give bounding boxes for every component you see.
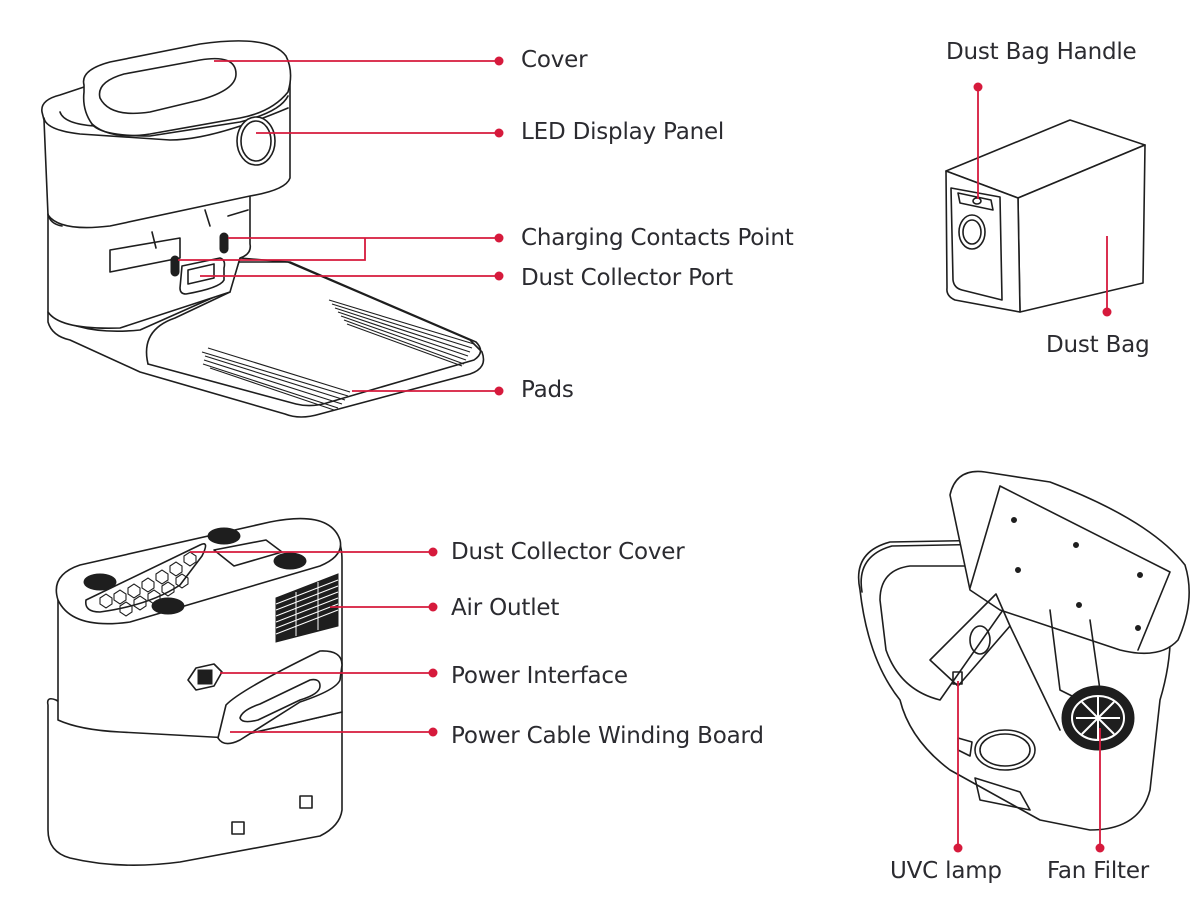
callout-dot-cover (494, 56, 504, 66)
label-charging-contacts-point: Charging Contacts Point (521, 225, 794, 251)
foot-4 (273, 552, 307, 570)
fan-filter-drawing (1061, 685, 1135, 751)
label-air-outlet: Air Outlet (451, 595, 560, 621)
callout-dot-pads (494, 386, 504, 396)
dust-bag-callouts (973, 82, 1112, 317)
callout-dot-port (494, 271, 504, 281)
label-dust-bag-handle: Dust Bag Handle (946, 39, 1137, 65)
foot-1 (83, 573, 117, 591)
label-cover: Cover (521, 47, 588, 73)
callout-dot-handle (973, 82, 983, 92)
open-view-callouts (953, 681, 1105, 853)
base-plate-top (147, 261, 482, 407)
label-fan-filter: Fan Filter (1047, 858, 1150, 884)
rear-top-face (55, 517, 342, 625)
cable-winding-board-drawing (217, 650, 343, 745)
pad-texture-lower (201, 347, 351, 411)
callout-dot-dust-cover (428, 547, 438, 557)
label-dust-bag: Dust Bag (1046, 332, 1150, 358)
callout-dot-power-interface (428, 668, 438, 678)
callout-line-charging (178, 237, 499, 261)
callout-dot-charging (494, 233, 504, 243)
open-lid (949, 470, 1190, 655)
bag-handle-hole (972, 197, 982, 205)
rear-callouts (190, 547, 438, 737)
bag-card (950, 187, 1003, 301)
label-power-cable-winding-board: Power Cable Winding Board (451, 723, 764, 749)
dust-collector-cover-drawing (84, 543, 207, 613)
front-callouts (178, 56, 504, 396)
callout-dot-bag (1102, 307, 1112, 317)
cover-inner (98, 57, 237, 115)
callout-dot-winding-board (428, 727, 438, 737)
callout-dot-led (494, 128, 504, 138)
power-interface-drawing (187, 663, 223, 691)
charging-contact-right (219, 232, 229, 254)
pad-texture-upper (328, 299, 475, 367)
foot-2 (151, 597, 185, 615)
callout-dot-air-outlet (428, 602, 438, 612)
bag-handle-tab (957, 192, 994, 211)
label-power-interface: Power Interface (451, 663, 628, 689)
label-pads: Pads (521, 377, 574, 403)
charging-contact-left (170, 255, 180, 277)
led-panel-drawing (236, 116, 276, 166)
label-dust-collector-cover: Dust Collector Cover (451, 539, 685, 565)
foot-3 (207, 527, 241, 545)
open-view-drawing (857, 470, 1190, 831)
callout-dot-uvc (953, 843, 963, 853)
label-dust-collector-port: Dust Collector Port (521, 265, 733, 291)
rear-view-drawing (46, 517, 343, 866)
dust-bag-drawing (945, 119, 1146, 313)
label-uvc-lamp: UVC lamp (890, 858, 1002, 884)
base-plate (47, 257, 485, 418)
front-view-drawing (41, 40, 485, 418)
label-led-display-panel: LED Display Panel (521, 119, 725, 145)
air-outlet-grille (275, 573, 339, 643)
callout-dot-fan-filter (1095, 843, 1105, 853)
